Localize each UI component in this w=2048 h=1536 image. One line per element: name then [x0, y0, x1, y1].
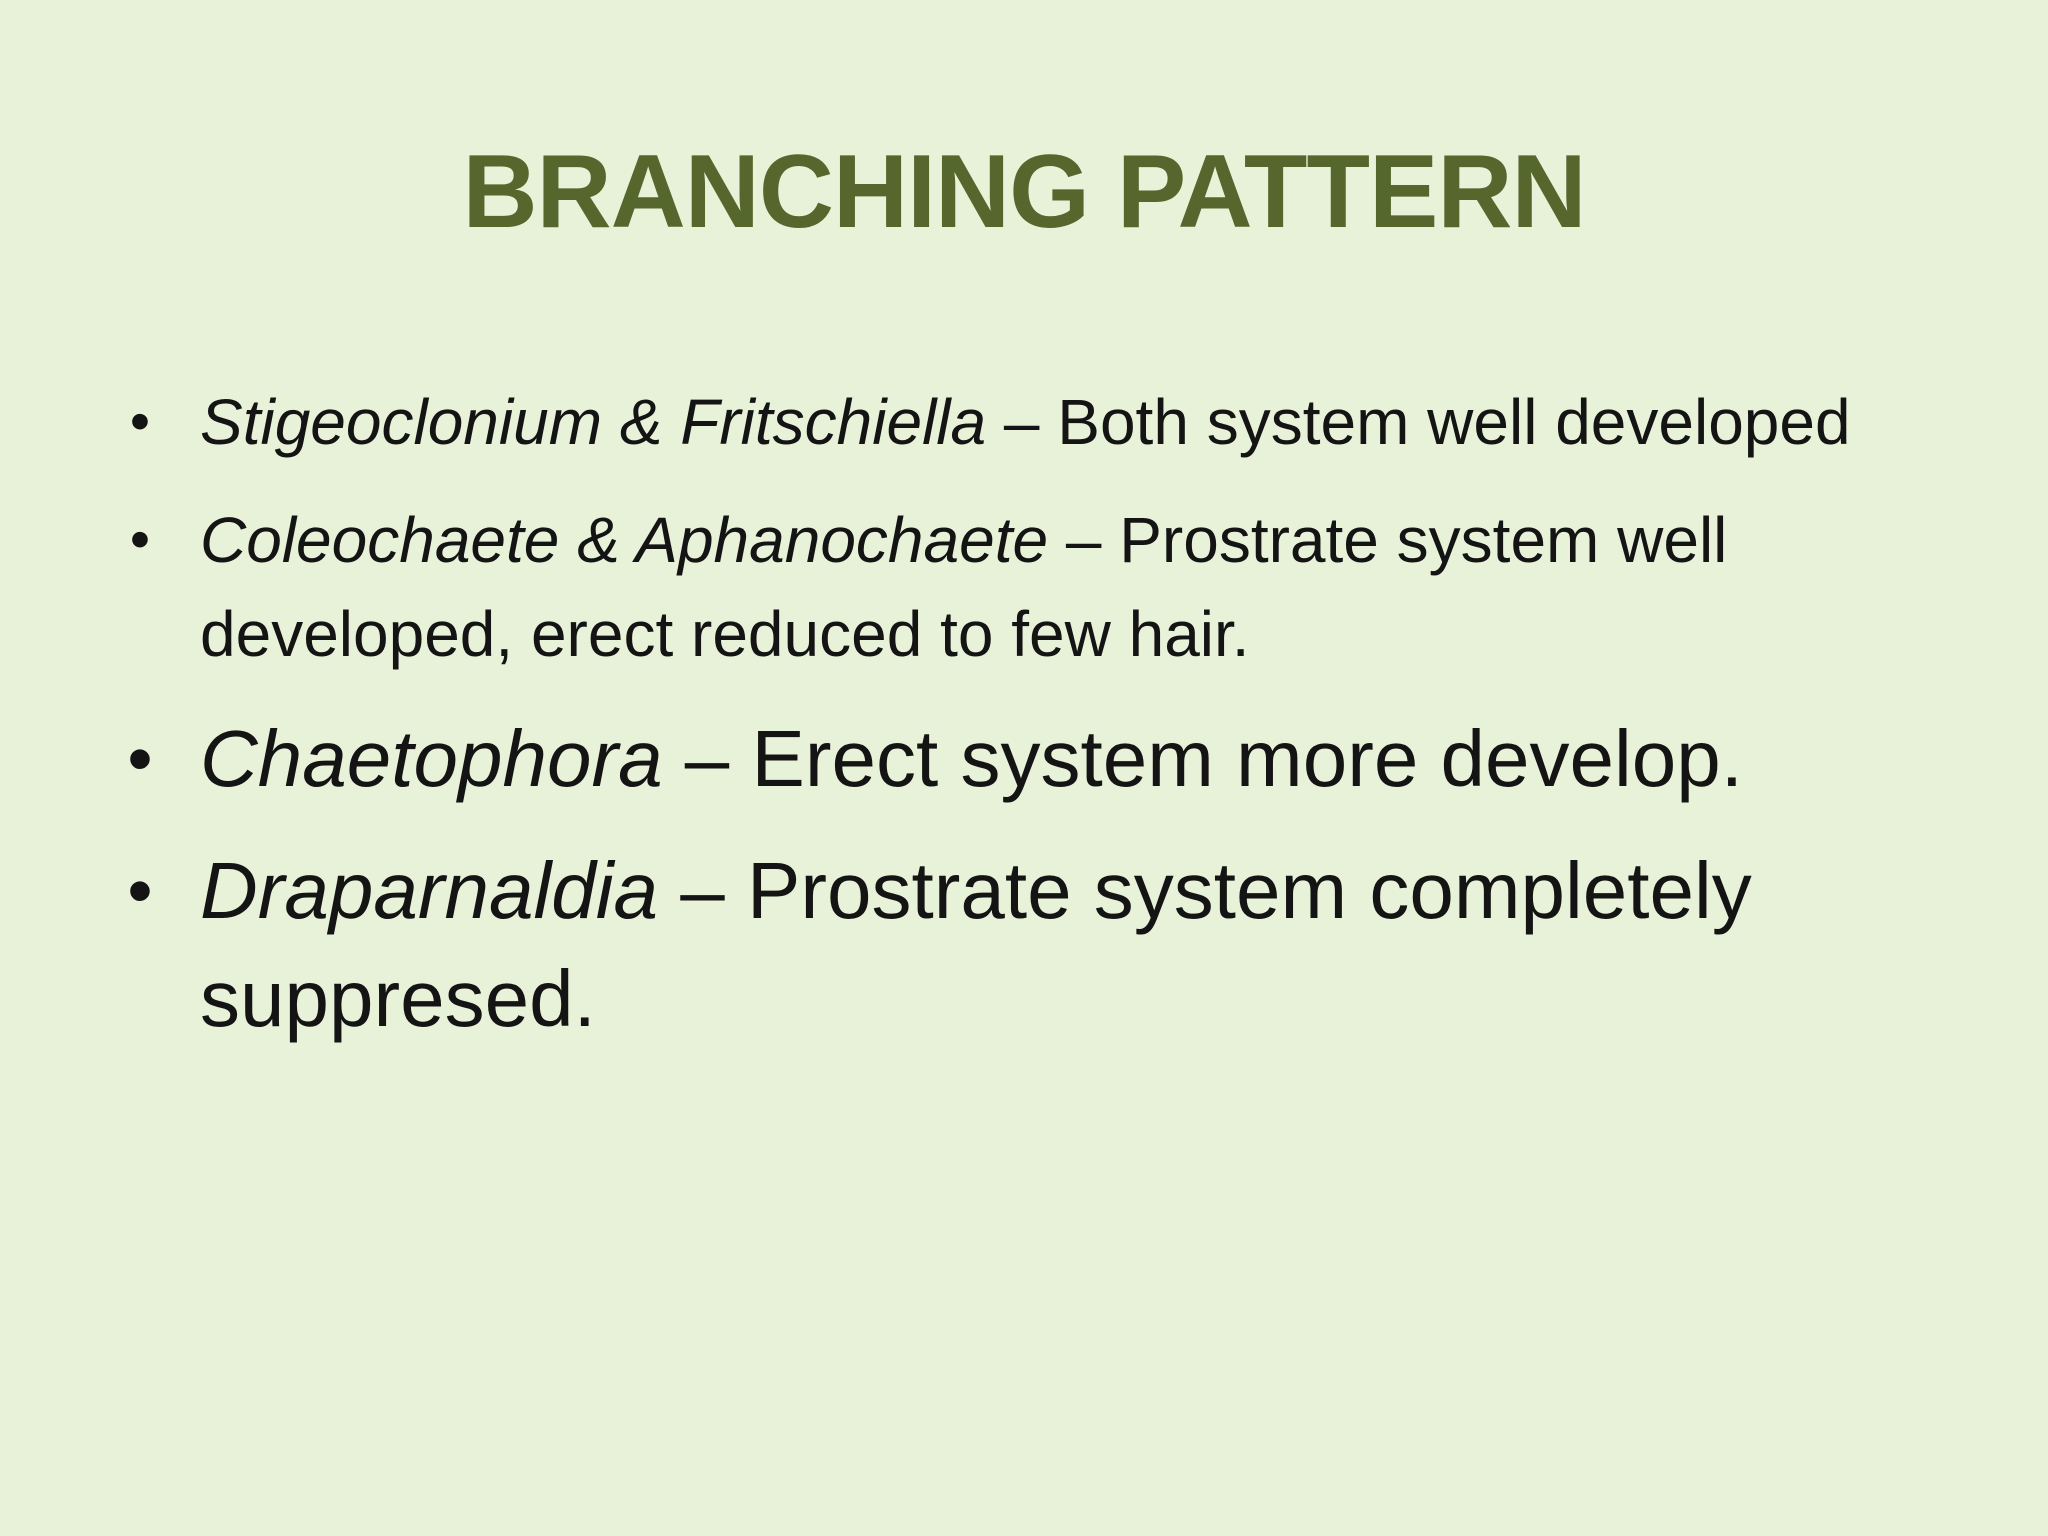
genus-name: Chaetophora: [200, 714, 663, 803]
genus-name: Draparnaldia: [200, 846, 659, 935]
bullet-dot-icon: •: [127, 851, 153, 931]
slide-title: BRANCHING PATTERN: [462, 134, 1586, 250]
genus-name: Coleochaete & Aphanochaete: [200, 504, 1049, 576]
genus-name: Stigeoclonium & Fritschiella: [200, 386, 987, 458]
bullet-dot-icon: •: [127, 719, 153, 799]
bullet-item: • Stigeoclonium & Fritschiella – Both sy…: [120, 375, 1970, 469]
bullet-description: – Erect system more develop.: [662, 714, 1744, 803]
bullet-item: • Coleochaete & Aphanochaete – Prostrate…: [120, 493, 1970, 681]
bullet-item: • Draparnaldia – Prostrate system comple…: [120, 837, 1970, 1053]
bullet-description: – Prostrate system well developed, erect…: [200, 504, 1728, 670]
bullet-dot-icon: •: [129, 390, 151, 454]
bullet-list: • Stigeoclonium & Fritschiella – Both sy…: [120, 375, 1970, 1077]
bullet-description: – Both system well developed: [986, 386, 1851, 458]
bullet-item: • Chaetophora – Erect system more develo…: [120, 705, 1970, 813]
bullet-dot-icon: •: [129, 508, 151, 572]
bullet-description: – Prostrate system completely suppresed.: [200, 846, 1752, 1043]
